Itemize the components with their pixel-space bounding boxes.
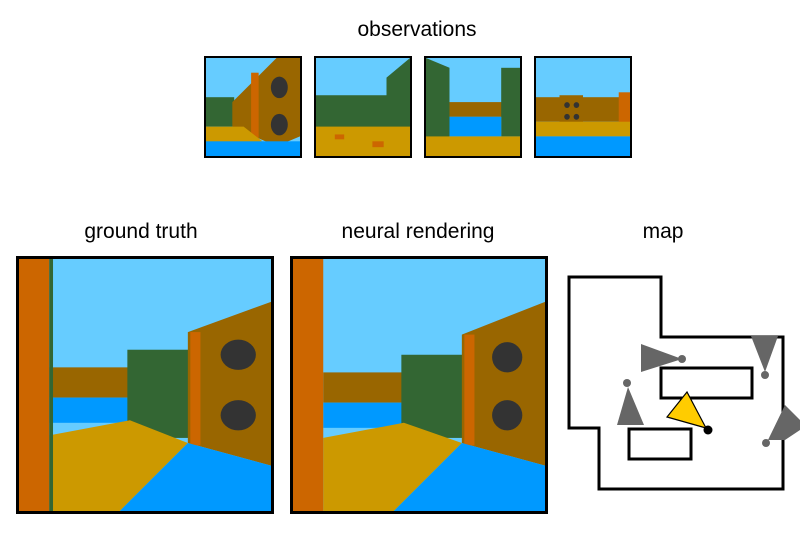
- ground-truth-title: ground truth: [84, 220, 198, 243]
- map-obstacle: [627, 427, 693, 461]
- ground-truth-image: [16, 256, 274, 514]
- observations-title: observations: [357, 18, 477, 41]
- observation-4: [534, 56, 632, 158]
- map-walls: [567, 275, 785, 491]
- observation-2: [314, 56, 412, 158]
- observer-camera: [641, 344, 686, 372]
- observer-camera: [617, 379, 644, 425]
- observation-1: [204, 56, 302, 158]
- map-title: map: [642, 220, 684, 243]
- neural-rendering-title: neural rendering: [341, 220, 495, 243]
- observation-3: [424, 56, 522, 158]
- agent-camera: [665, 390, 713, 435]
- observer-camera: [762, 405, 800, 447]
- map: [560, 265, 800, 500]
- map-obstacle: [659, 366, 754, 400]
- observer-camera: [751, 336, 778, 379]
- neural-rendering-image: [290, 256, 548, 514]
